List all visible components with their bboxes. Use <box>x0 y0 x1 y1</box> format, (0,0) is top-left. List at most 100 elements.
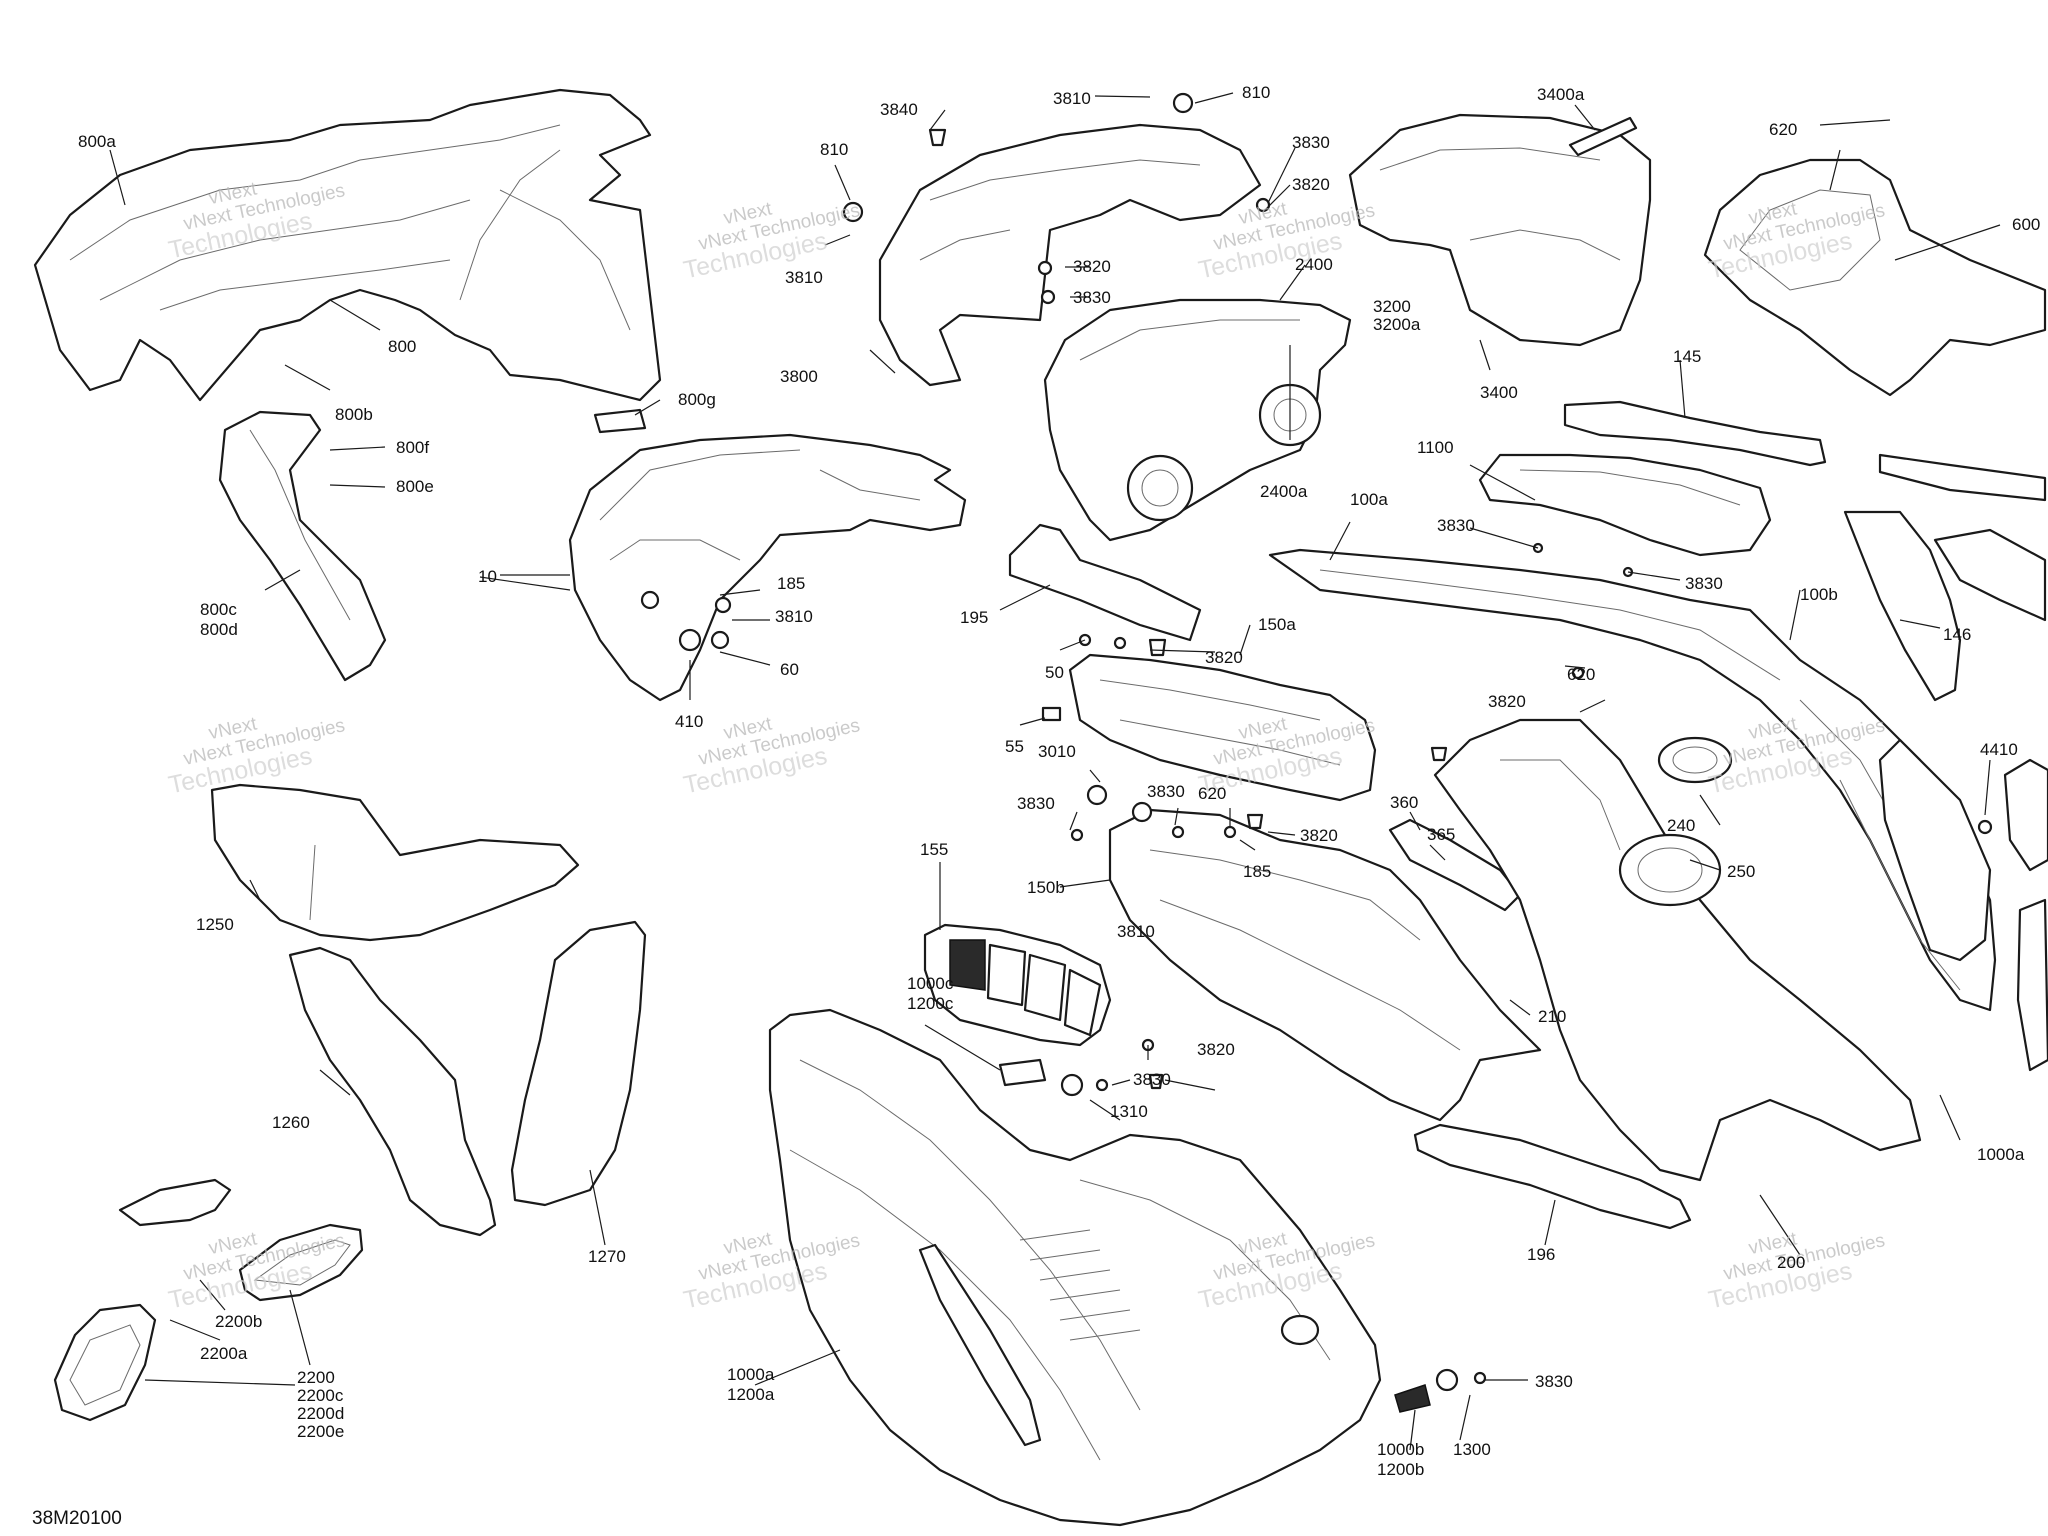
part-146-side-piece <box>1843 510 1962 702</box>
part-label: 1260 <box>272 1113 310 1132</box>
part-150b-lower-side-panel <box>1108 808 1542 1122</box>
part-label: 3200 <box>1373 297 1411 316</box>
part-label: 1000c <box>907 974 954 993</box>
part-2400-headlight <box>1043 298 1352 542</box>
diagram-reference-code: 38M20100 <box>32 1508 122 1529</box>
part-label: 1300 <box>1453 1440 1491 1459</box>
part-146b-side-piece <box>1933 528 2047 622</box>
part-label: 185 <box>1243 862 1271 881</box>
part-label: 800 <box>388 337 416 356</box>
part-label: 150b <box>1027 878 1065 897</box>
part-label: 800b <box>335 405 373 424</box>
part-label: 1270 <box>588 1247 626 1266</box>
part-1260-seat-side <box>288 946 497 1237</box>
part-800-front-fairing <box>33 88 662 402</box>
part-label: 60 <box>780 660 799 679</box>
part-label: 2200 <box>297 1368 335 1387</box>
part-label: 3830 <box>1535 1372 1573 1391</box>
part-label: 3800 <box>780 367 818 386</box>
part-3400-storage-bin <box>1348 113 1652 347</box>
part-labels: 800a 800 800b 800g 800f 800e 800c 800d 3… <box>78 83 2040 1479</box>
part-label: 3820 <box>1205 648 1243 667</box>
part-label: 3820 <box>1197 1040 1235 1059</box>
part-3800-bracket <box>878 123 1262 387</box>
part-label: 2200b <box>215 1312 262 1331</box>
part-label: 155 <box>920 840 948 859</box>
part-label: 3200a <box>1373 315 1421 334</box>
part-label: 800c <box>200 600 237 619</box>
part-label: 250 <box>1727 862 1755 881</box>
part-label: 196 <box>1527 1245 1555 1264</box>
part-label: 810 <box>1242 83 1270 102</box>
part-label: 2400 <box>1295 255 1333 274</box>
part-label: 2400a <box>1260 482 1308 501</box>
part-label: 620 <box>1198 784 1226 803</box>
part-label: 3810 <box>1117 922 1155 941</box>
part-label: 3830 <box>1147 782 1185 801</box>
part-label: 3810 <box>1053 89 1091 108</box>
part-label: 100a <box>1350 490 1388 509</box>
part-label: 1000a <box>1977 1145 2025 1164</box>
part-label: 800e <box>396 477 434 496</box>
part-145b-trim-strip <box>1878 453 2047 502</box>
part-label: 195 <box>960 608 988 627</box>
part-195-side-strip <box>1008 523 1202 642</box>
part-label: 3820 <box>1292 175 1330 194</box>
part-label: 185 <box>777 574 805 593</box>
part-label: 1200b <box>1377 1460 1424 1479</box>
part-label: 1310 <box>1110 1102 1148 1121</box>
part-label: 3010 <box>1038 742 1076 761</box>
part-label: 1200c <box>907 994 954 1013</box>
part-label: 810 <box>820 140 848 159</box>
part-label: 600 <box>2012 215 2040 234</box>
part-label: 10 <box>478 567 497 586</box>
part-label: 2200e <box>297 1422 344 1441</box>
part-1250-seat-top <box>210 783 580 942</box>
part-label: 3830 <box>1292 133 1330 152</box>
part-1000a-right-panel <box>1878 738 1992 962</box>
part-600-instrument-cluster <box>1703 158 2047 397</box>
part-1270-seat-side <box>510 920 647 1207</box>
part-label: 3810 <box>785 268 823 287</box>
part-label: 3840 <box>880 100 918 119</box>
part-label: 800f <box>396 438 429 457</box>
part-label: 2200c <box>297 1386 344 1405</box>
part-label: 200 <box>1777 1253 1805 1272</box>
part-1000a-large-side-panel <box>768 1008 1382 1527</box>
part-800c-side-panel <box>218 410 387 682</box>
part-250-tank-console <box>1433 718 1922 1182</box>
part-label: 3830 <box>1017 794 1055 813</box>
watermark: vNext vNext Technologies Technologies <box>166 713 347 799</box>
part-label: 1200a <box>727 1385 775 1404</box>
part-1100-light-bar <box>1478 453 1772 557</box>
part-label: 3400a <box>1537 85 1585 104</box>
part-label: 150a <box>1258 615 1296 634</box>
part-right-edge-piece <box>2016 898 2048 1072</box>
part-label: 3820 <box>1300 826 1338 845</box>
part-label: 3830 <box>1073 288 1111 307</box>
part-label: 3830 <box>1133 1070 1171 1089</box>
part-label: 360 <box>1390 793 1418 812</box>
part-label: 620 <box>1567 665 1595 684</box>
part-label: 800d <box>200 620 238 639</box>
part-800g-lens <box>593 408 647 434</box>
part-label: 3810 <box>775 607 813 626</box>
part-label: 50 <box>1045 663 1064 682</box>
part-155-vent-grille <box>923 923 1112 1047</box>
part-2200-mirror <box>53 1178 364 1422</box>
part-10-front-housing <box>568 433 967 702</box>
part-label: 800g <box>678 390 716 409</box>
part-label: 55 <box>1005 737 1024 756</box>
part-label: 145 <box>1673 347 1701 366</box>
part-label: 100b <box>1800 585 1838 604</box>
part-label: 410 <box>675 712 703 731</box>
part-label: 1100 <box>1417 438 1454 457</box>
part-label: 1000b <box>1377 1440 1424 1459</box>
part-196-lower-strip <box>1413 1123 1692 1230</box>
part-label: 3820 <box>1488 692 1526 711</box>
part-label: 4410 <box>1980 740 2018 759</box>
leader-lines <box>109 92 2001 1451</box>
part-4410-mirror-right <box>2003 758 2048 872</box>
part-150a-side-cover <box>1068 653 1377 802</box>
part-label: 3400 <box>1480 383 1518 402</box>
